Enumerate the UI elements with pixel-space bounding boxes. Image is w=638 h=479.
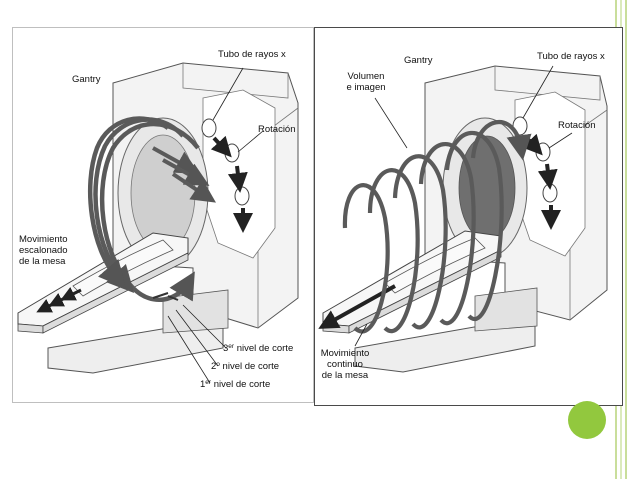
helical-ct-illustration — [318, 65, 608, 373]
sequential-ct-illustration — [17, 62, 299, 384]
rotation-label: Rotación — [258, 124, 296, 135]
green-accent-circle — [568, 401, 606, 439]
gantry-label: Gantry — [404, 55, 433, 66]
volume-image-label: Volumen e imagen — [346, 71, 386, 93]
xray-tube-label: Tubo de rayos x — [218, 49, 286, 60]
rotation-label: Rotación — [558, 120, 596, 131]
slice-level-3-label: 3er nivel de corte — [223, 343, 294, 354]
stepwise-table-movement-label: Movimiento escalonado de la mesa — [19, 234, 68, 267]
continuous-table-movement-label: Movimiento continuo de la mesa — [320, 348, 370, 381]
sequential-ct-diagram: Gantry Tubo de rayos x Rotación Movimien… — [12, 27, 314, 403]
xray-tube-label: Tubo de rayos x — [537, 51, 605, 62]
slice-level-2-label: 2o nivel de corte — [211, 361, 280, 372]
gantry-label: Gantry — [72, 74, 101, 85]
helical-ct-diagram: Gantry Tubo de rayos x Rotación Volumen … — [314, 27, 623, 406]
slice-level-1-label: 1er nivel de corte — [200, 379, 271, 390]
